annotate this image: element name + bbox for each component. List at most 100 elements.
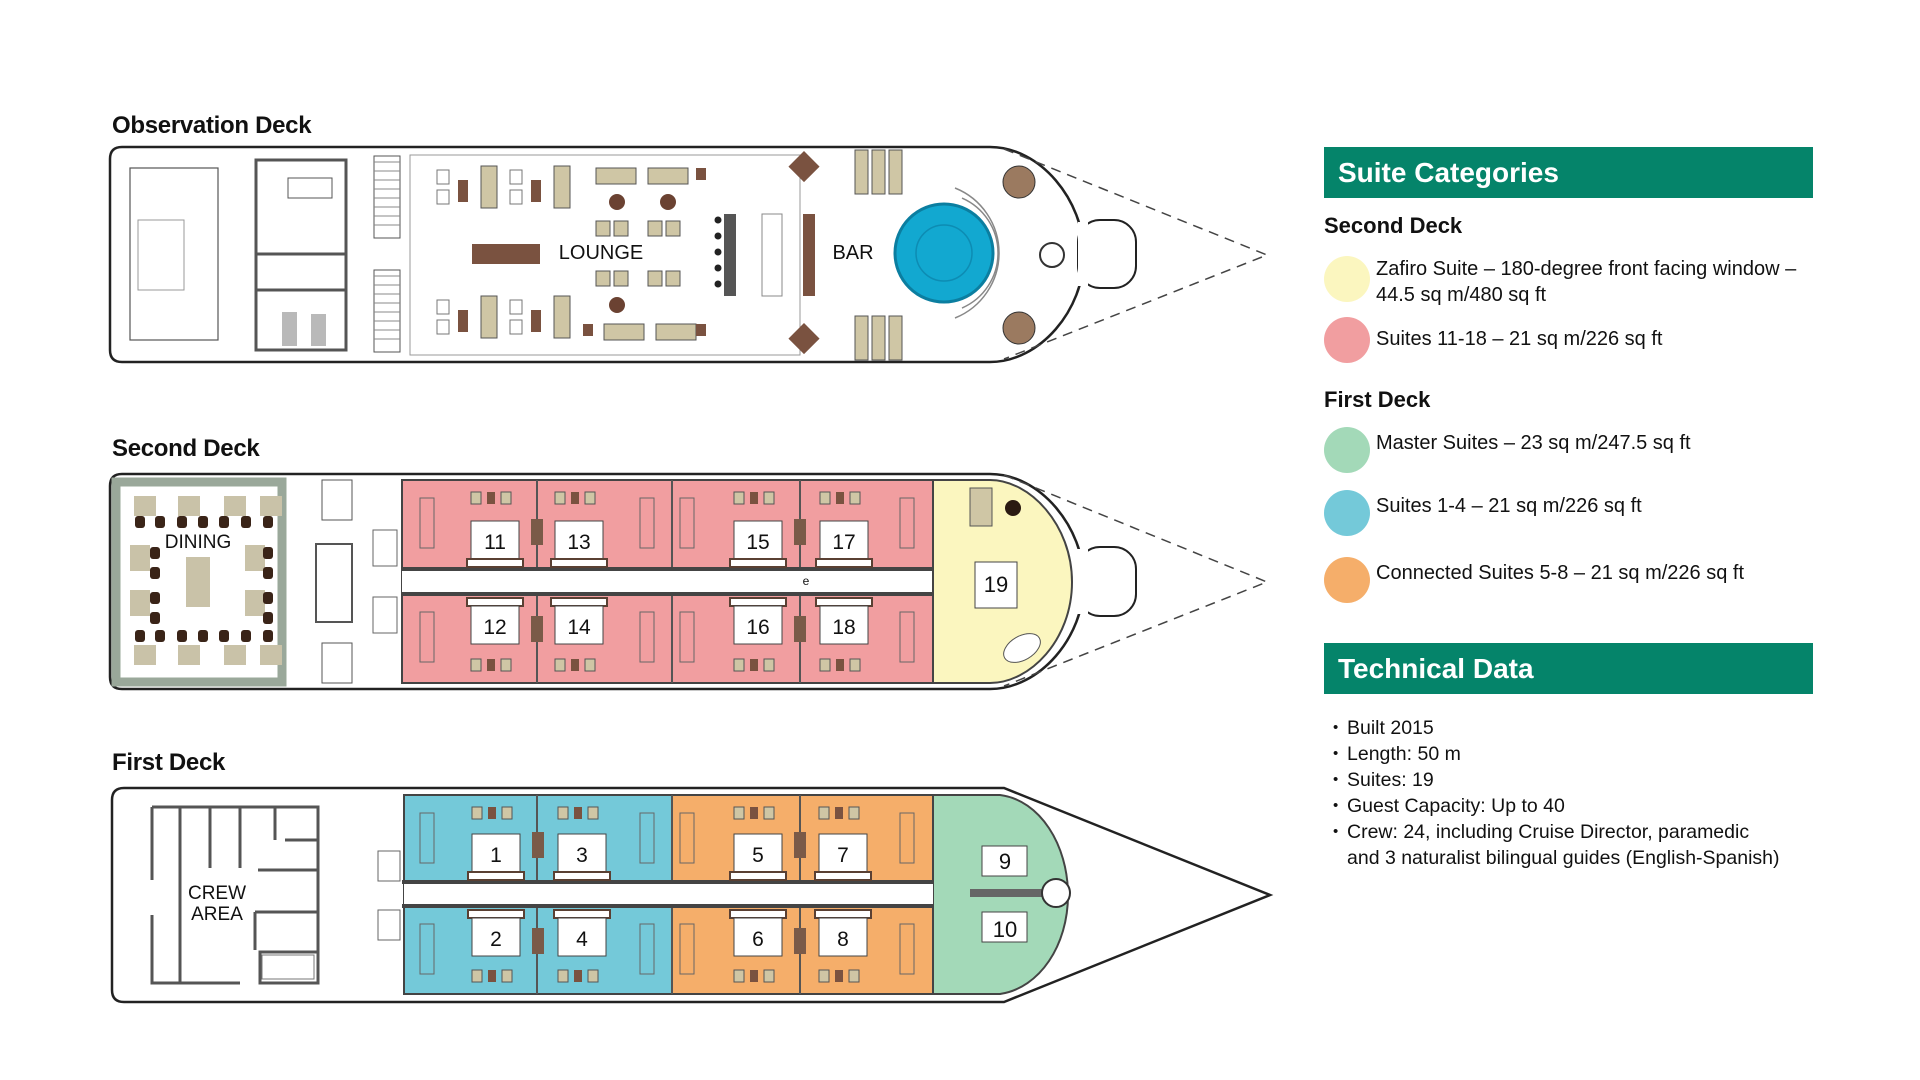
color-swatch <box>1324 256 1370 302</box>
chair <box>263 592 273 604</box>
dining-table <box>134 496 156 516</box>
chair <box>557 806 569 820</box>
chair <box>155 516 165 528</box>
bed <box>733 520 783 560</box>
dining-label: DINING <box>165 532 232 553</box>
bar-stool <box>714 264 722 272</box>
chair <box>219 630 229 642</box>
bow-dashed-outline <box>1003 148 1270 360</box>
observation-deck-plan: LOUNGE BAR <box>108 145 1270 364</box>
sofa <box>480 165 498 209</box>
dining-table <box>178 496 200 516</box>
bed <box>819 520 869 560</box>
bathroom <box>639 497 655 549</box>
dining-table <box>245 590 265 616</box>
pillows <box>553 871 611 881</box>
color-swatch <box>1324 427 1370 473</box>
table <box>488 807 496 819</box>
bed <box>554 520 604 560</box>
round-table <box>609 194 625 210</box>
bed <box>554 605 604 645</box>
bathroom <box>419 923 435 975</box>
stern-platform <box>129 167 219 341</box>
bathroom <box>679 497 695 549</box>
suite-number-14: 14 <box>567 616 591 639</box>
lounge-area <box>409 154 801 356</box>
dining-table <box>245 545 265 571</box>
chair <box>595 220 611 237</box>
sun-lounger <box>888 315 903 361</box>
table <box>574 970 582 982</box>
chair <box>595 270 611 287</box>
suite-number-2: 2 <box>490 928 502 951</box>
bed <box>471 917 521 957</box>
corridor <box>402 569 933 594</box>
table <box>750 659 758 671</box>
bar-shelf <box>803 214 815 296</box>
bar-counter <box>724 214 736 296</box>
pillows <box>467 871 525 881</box>
dining-table <box>260 496 282 516</box>
chair <box>763 658 775 672</box>
chair <box>733 806 745 820</box>
chair <box>613 220 629 237</box>
crew-area-walls <box>150 805 320 985</box>
bow-dashed-outline <box>1003 474 1270 687</box>
armchair <box>509 189 523 205</box>
chair <box>733 969 745 983</box>
chair <box>500 491 512 505</box>
chair <box>819 491 831 505</box>
sun-lounger <box>854 149 869 195</box>
color-swatch <box>1324 317 1370 363</box>
bathroom <box>419 812 435 864</box>
legend-item-zafiro: Zafiro Suite – 180-degree front facing w… <box>1324 256 1816 308</box>
suite-number-12: 12 <box>483 616 506 639</box>
lounge-label: LOUNGE <box>559 242 643 264</box>
suite-number-15: 15 <box>746 531 769 554</box>
bathroom <box>639 812 655 864</box>
armchair <box>509 299 523 315</box>
suite-number-10: 10 <box>993 917 1017 942</box>
chair <box>470 658 482 672</box>
sun-lounger <box>871 315 886 361</box>
suite-number-9: 9 <box>999 849 1011 874</box>
corridor-mark: e <box>803 574 810 588</box>
bathroom <box>899 611 915 663</box>
jacuzzi-pool <box>893 202 995 304</box>
chair <box>263 516 273 528</box>
dining-table <box>178 645 200 665</box>
chair <box>584 491 596 505</box>
first-deck-title: First Deck <box>112 749 226 776</box>
pillows <box>553 909 611 919</box>
suite-number-7: 7 <box>837 844 849 867</box>
legend-first-deck-heading: First Deck <box>1324 387 1431 412</box>
chair <box>587 806 599 820</box>
suite-number-17: 17 <box>832 531 855 554</box>
corridor <box>404 882 933 906</box>
chair <box>848 969 860 983</box>
coffee-table <box>531 180 541 202</box>
armchair <box>436 299 450 315</box>
legend-item-master-suites: Master Suites – 23 sq m/247.5 sq ft <box>1324 427 1816 473</box>
sofa <box>603 323 645 341</box>
observation-deck-title: Observation Deck <box>112 112 312 139</box>
chair <box>471 806 483 820</box>
chair <box>263 630 273 642</box>
pillows <box>729 871 787 881</box>
chair <box>219 516 229 528</box>
chair <box>584 658 596 672</box>
round-table <box>660 194 676 210</box>
technical-data-header: Technical Data <box>1324 643 1813 694</box>
observation-deck: LOUNGE BAR <box>108 145 1270 364</box>
chair <box>198 516 208 528</box>
suite-number-8: 8 <box>837 928 849 951</box>
chair <box>665 270 681 287</box>
chair <box>155 630 165 642</box>
sofa <box>553 165 571 209</box>
chair <box>198 630 208 642</box>
bar-stool <box>714 232 722 240</box>
